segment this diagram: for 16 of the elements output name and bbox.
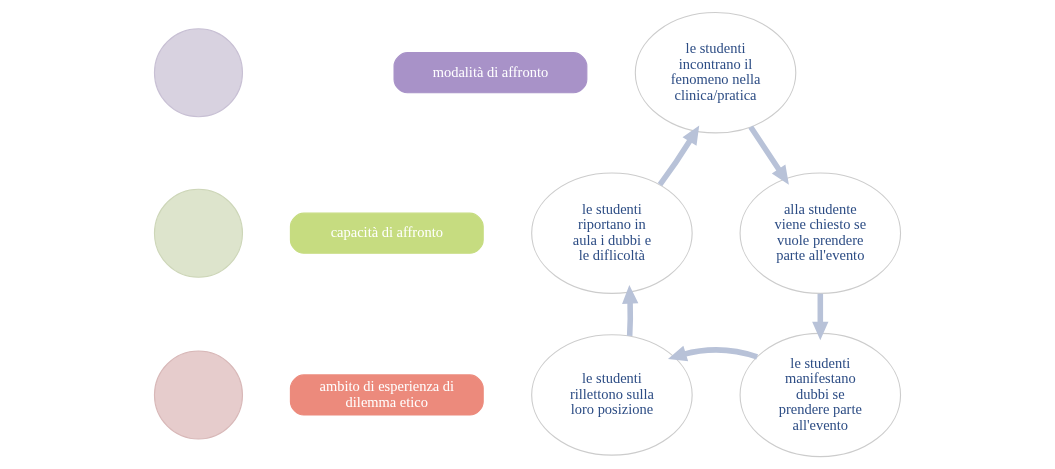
- node-box: modalità di affronto: [393, 52, 588, 94]
- arrow: [667, 345, 758, 362]
- arrow: [657, 125, 700, 187]
- arrow: [622, 284, 639, 336]
- arrow: [812, 293, 829, 341]
- node-circle: [153, 188, 244, 278]
- node-ellipse: le studenti incontrano il fenomeno nella clinica/pratica: [634, 12, 797, 134]
- node-box: ambito di esperienza di dilemma etico: [289, 374, 484, 416]
- node-circle: [153, 28, 244, 118]
- node-ellipse: le studenti manifestano dubbi se prendere parte all'evento: [739, 332, 902, 458]
- node-ellipse: le studenti rillettono sulla loro posizione: [531, 334, 693, 456]
- node-circle: [153, 350, 244, 440]
- node-ellipse: le studenti riportano in aula i dubbi e le diflicoltà: [531, 172, 693, 294]
- node-box: capacità di affronto: [289, 212, 484, 254]
- node-ellipse: alla studente viene chiesto se vuole prendere parte all'evento: [739, 172, 902, 294]
- arrow: [748, 125, 789, 185]
